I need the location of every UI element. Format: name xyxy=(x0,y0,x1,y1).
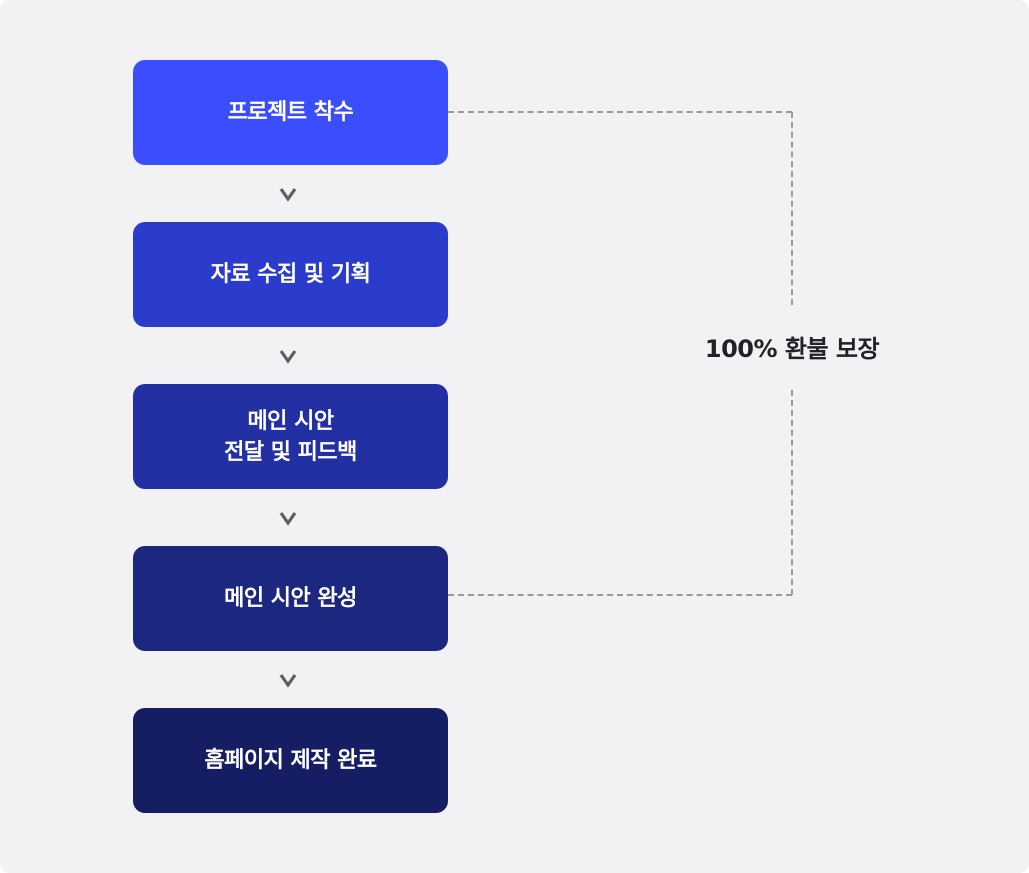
chevron-down-icon xyxy=(279,188,297,202)
step-project-kickoff: 프로젝트 착수 xyxy=(133,60,448,165)
refund-guarantee-label: 100% 환불 보장 xyxy=(704,335,880,363)
step-draft-feedback: 메인 시안 전달 및 피드백 xyxy=(133,384,448,489)
chevron-down-icon xyxy=(279,350,297,364)
step-label: 프로젝트 착수 xyxy=(227,100,354,125)
step-label: 메인 시안 완성 xyxy=(224,586,357,611)
step-label: 자료 수집 및 기획 xyxy=(210,262,371,287)
step-draft-complete: 메인 시안 완성 xyxy=(133,546,448,651)
step-label: 홈페이지 제작 완료 xyxy=(204,748,377,773)
bracket-top-line xyxy=(448,111,792,113)
bracket-vertical-line-lower xyxy=(791,390,793,595)
step-label-line-2: 전달 및 피드백 xyxy=(224,439,357,465)
step-research-planning: 자료 수집 및 기획 xyxy=(133,222,448,327)
chevron-down-icon xyxy=(279,674,297,688)
step-label-line-1: 메인 시안 xyxy=(247,408,334,434)
bracket-vertical-line-upper xyxy=(791,112,793,305)
bracket-bottom-line xyxy=(448,594,792,596)
chevron-down-icon xyxy=(279,512,297,526)
step-website-complete: 홈페이지 제작 완료 xyxy=(133,708,448,813)
